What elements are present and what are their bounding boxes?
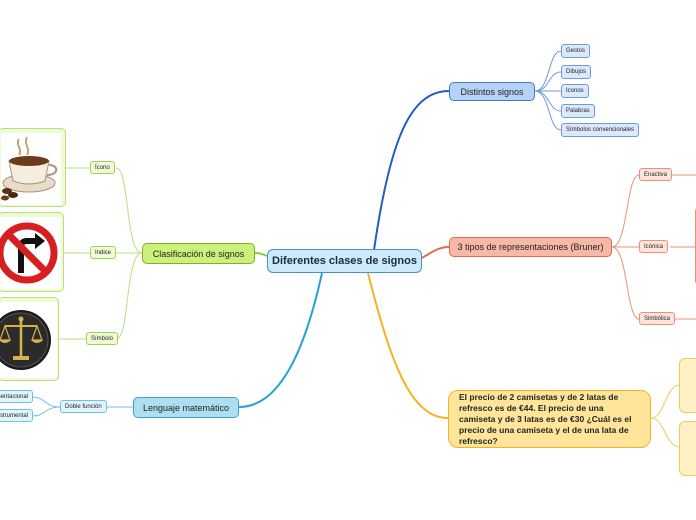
topic-tipos-representaciones[interactable]: 3 tipos de representaciones (Bruner) — [449, 237, 612, 257]
connector-distintos — [373, 90, 450, 251]
subtopic-indice[interactable]: Indice — [90, 246, 117, 259]
problema-detail-box-2[interactable] — [679, 421, 696, 476]
coffee-cup-image[interactable] — [0, 128, 66, 207]
subtopic-iconica[interactable]: Icónica — [639, 240, 669, 253]
connectors-clasificacion-sub — [59, 167, 143, 340]
subtopic-representacional[interactable]: Representacional — [0, 390, 33, 403]
connectors-lenguaje-sub — [32, 396, 133, 417]
topic-problema-camisetas[interactable]: El precio de 2 camisetas y de 2 latas de… — [448, 390, 651, 448]
subtopic-icono[interactable]: Ícono — [90, 161, 115, 174]
no-right-turn-icon — [0, 217, 61, 289]
central-topic[interactable]: Diferentes clases de signos — [267, 249, 422, 273]
no-right-turn-image[interactable] — [0, 212, 64, 292]
problema-detail-box-1[interactable] — [679, 358, 696, 413]
topic-lenguaje-matematico[interactable]: Lenguaje matemático — [133, 397, 239, 418]
justice-scales-icon — [0, 302, 57, 378]
subtopic-enactiva[interactable]: Enactiva — [639, 168, 673, 181]
topic-distintos-signos[interactable]: Distintos signos — [449, 82, 535, 101]
connectors-representaciones-sub — [611, 174, 696, 320]
subtopic-doble-funcion[interactable]: Doble función — [60, 400, 107, 413]
connector-problema — [367, 272, 449, 419]
subtopic-simbolos-convencionales[interactable]: Símbolos convencionales — [561, 123, 640, 137]
subtopic-simbolo[interactable]: Símbolo — [86, 332, 119, 345]
subtopic-dibujos[interactable]: Dibujos — [561, 65, 592, 79]
coffee-cup-icon — [1, 133, 61, 205]
connector-clasificacion — [254, 252, 268, 257]
justice-scales-image[interactable] — [0, 297, 59, 381]
subtopic-simbolica[interactable]: Simbólica — [639, 312, 676, 325]
connectors-problema-sub — [650, 384, 681, 448]
subtopic-palabras[interactable]: Palabras — [561, 104, 595, 118]
subtopic-gestos[interactable]: Gestos — [561, 44, 591, 58]
connector-representaciones — [421, 246, 450, 259]
subtopic-instrumental[interactable]: Instrumental — [0, 409, 33, 422]
connectors-distintos-sub — [534, 50, 562, 131]
topic-clasificacion-signos[interactable]: Clasificación de signos — [142, 243, 255, 264]
subtopic-iconos[interactable]: Iconos — [561, 84, 589, 98]
connector-lenguaje — [238, 272, 323, 408]
